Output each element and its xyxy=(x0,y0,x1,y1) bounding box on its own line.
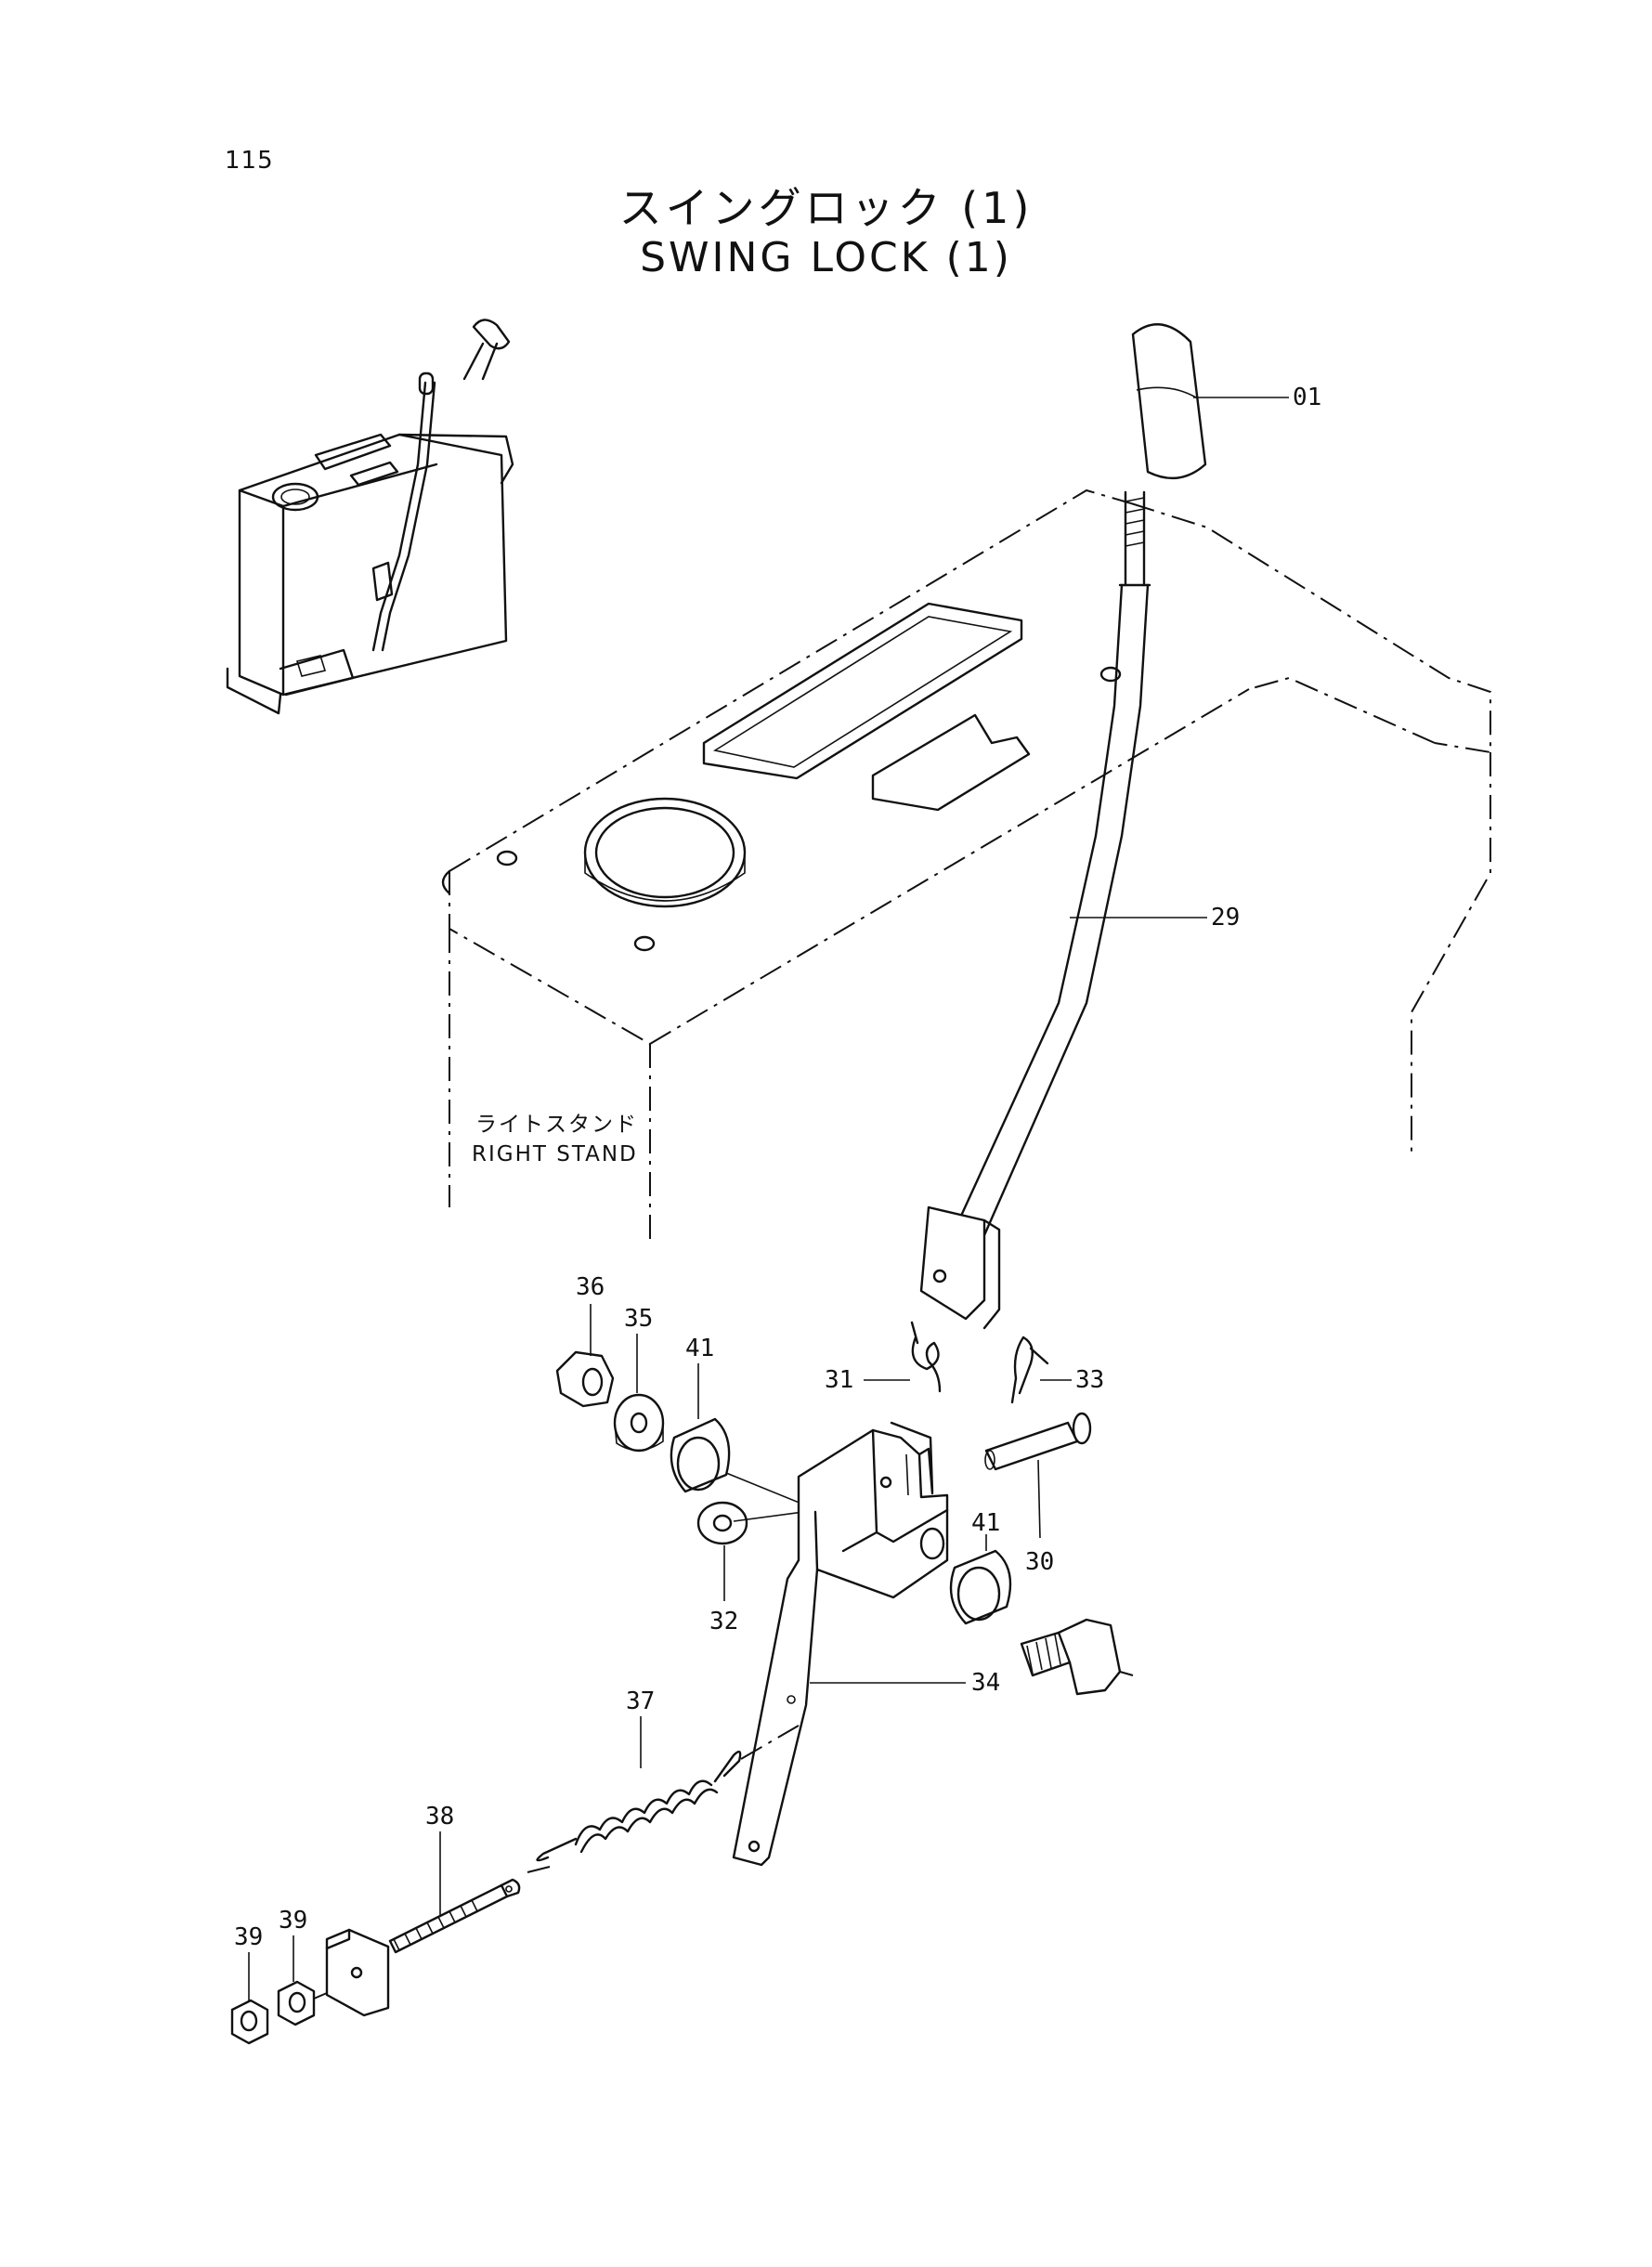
adjusting-bolt-38 xyxy=(388,1878,521,1954)
console-overview-inset xyxy=(226,319,514,715)
nut-39-inner xyxy=(277,1980,316,2026)
callout-41-top: 41 xyxy=(685,1335,714,1362)
page-number: 115 xyxy=(225,147,274,175)
snap-pin-33 xyxy=(1010,1335,1049,1404)
callout-37: 37 xyxy=(626,1687,655,1715)
tension-spring-37 xyxy=(527,1725,800,1873)
leader-lines xyxy=(248,397,1289,2000)
callout-39-inner: 39 xyxy=(279,1907,307,1935)
valve-spool-end xyxy=(1020,1618,1134,1696)
clevis-pin-30 xyxy=(984,1412,1092,1471)
title-japanese: スイングロック (1) xyxy=(618,183,1034,233)
nut-36 xyxy=(555,1350,615,1408)
spring-plate xyxy=(325,1928,390,2017)
washer-32 xyxy=(696,1501,748,1545)
callout-32: 32 xyxy=(709,1608,738,1635)
nut-39-outer xyxy=(230,1999,269,2045)
bushing-41-left xyxy=(670,1417,731,1493)
torsion-spring-31 xyxy=(910,1321,942,1393)
callout-29: 29 xyxy=(1211,904,1240,932)
callout-35: 35 xyxy=(624,1305,653,1333)
callout-36: 36 xyxy=(576,1273,605,1301)
callout-33: 33 xyxy=(1075,1366,1104,1394)
callout-38: 38 xyxy=(425,1803,454,1831)
title-english: SWING LOCK (1) xyxy=(640,234,1012,281)
swing-lock-lever xyxy=(919,323,1207,1330)
bushing-41-right xyxy=(949,1549,1012,1625)
callout-31: 31 xyxy=(825,1366,853,1394)
callout-34: 34 xyxy=(971,1669,1000,1697)
callout-30: 30 xyxy=(1025,1548,1054,1576)
lock-lever-34 xyxy=(732,1421,949,1867)
right-stand-outline xyxy=(441,489,1491,1244)
callout-39-outer: 39 xyxy=(234,1923,263,1951)
callout-labels: 01 29 36 35 41 31 33 30 32 41 34 37 38 3… xyxy=(234,384,1321,1951)
washer-35 xyxy=(613,1393,665,1453)
stand-label-japanese: ライトスタンド xyxy=(475,1113,638,1137)
callout-41-bottom: 41 xyxy=(971,1509,1000,1537)
stand-label-english: RIGHT STAND xyxy=(472,1142,638,1166)
callout-01: 01 xyxy=(1293,384,1321,411)
